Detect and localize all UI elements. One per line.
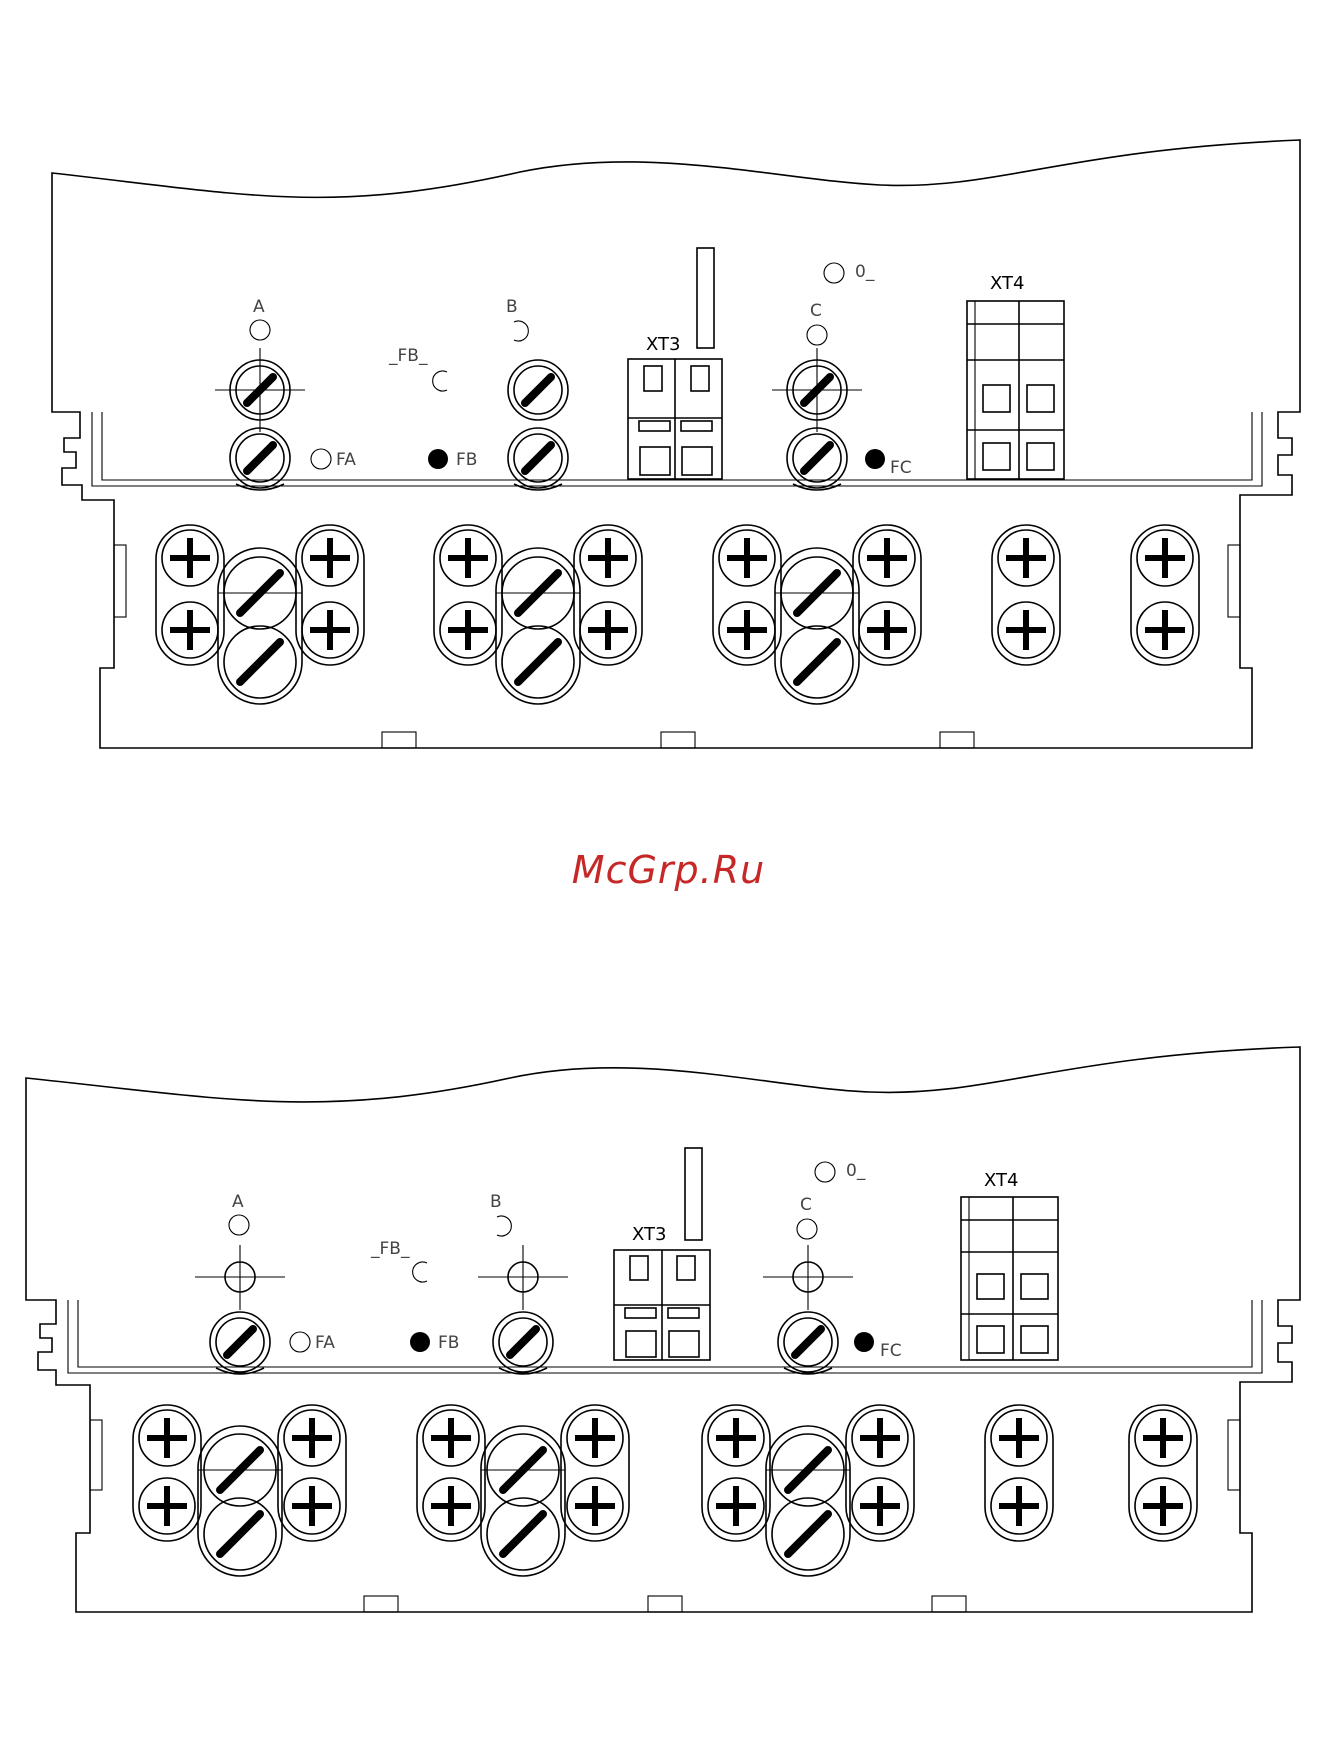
label-a: A (253, 297, 265, 317)
label-b: B (506, 297, 518, 317)
housing-outline (26, 1047, 1300, 1612)
led-fb-top (433, 371, 447, 391)
label-fb: FB (456, 450, 477, 470)
led-c (807, 325, 827, 345)
terminal-group-2 (434, 525, 642, 704)
foot-tab (932, 1596, 966, 1612)
led-fb-top (413, 1262, 427, 1282)
screw-c-lower (787, 428, 847, 490)
foot-tab (648, 1596, 682, 1612)
label-fc: FC (890, 458, 912, 478)
side-tab-left (114, 545, 126, 617)
terminal-group-2 (417, 1405, 629, 1576)
screw-b-lower (508, 428, 568, 490)
terminal-group-4 (992, 525, 1060, 665)
label-xt3: XT3 (632, 1224, 666, 1245)
screw-a-lower (230, 428, 290, 490)
hole-a (195, 1245, 285, 1310)
label-c: C (800, 1195, 812, 1215)
screw-a-lower (210, 1312, 270, 1374)
diagram-top: A B C _FB_ 0_ FA FB FC XT3 X (52, 140, 1300, 748)
xt4-connector (961, 1197, 1058, 1360)
side-tab-right (1228, 545, 1240, 617)
label-fa: FA (336, 450, 356, 470)
watermark: McGrp.Ru (0, 848, 1337, 892)
terminal-group-4 (985, 1405, 1053, 1541)
xt3-pin (685, 1148, 702, 1240)
label-fc: FC (880, 1341, 902, 1361)
screw-c-lower (778, 1312, 838, 1374)
label-fb-top: _FB_ (388, 346, 428, 366)
screw-a-upper (215, 348, 305, 432)
screw-c-upper (772, 348, 862, 432)
hole-c (763, 1245, 853, 1310)
xt4-connector (967, 301, 1064, 479)
led-fc (865, 449, 885, 469)
led-fb (428, 449, 448, 469)
led-fc (854, 1332, 874, 1352)
side-tab-right (1228, 1420, 1240, 1490)
label-o: 0_ (846, 1161, 866, 1181)
terminal-group-3 (713, 525, 921, 704)
led-b (497, 1216, 511, 1236)
led-fa (290, 1332, 310, 1352)
xt3-pin (697, 248, 714, 348)
xt3-connector (628, 359, 722, 479)
led-o (824, 263, 844, 283)
label-b: B (490, 1192, 502, 1212)
led-a (229, 1215, 249, 1235)
foot-tab (364, 1596, 398, 1612)
led-fb (410, 1332, 430, 1352)
screw-b-lower (493, 1312, 553, 1374)
foot-tab (382, 732, 416, 748)
foot-tab (940, 732, 974, 748)
terminal-group-5 (1129, 1405, 1197, 1541)
label-c: C (810, 301, 822, 321)
label-xt3: XT3 (646, 334, 680, 355)
label-a: A (232, 1192, 244, 1212)
led-a (250, 320, 270, 340)
led-b (514, 321, 528, 341)
led-fa (311, 449, 331, 469)
label-fb: FB (438, 1333, 459, 1353)
terminal-group-3 (702, 1405, 914, 1576)
foot-tab (661, 732, 695, 748)
housing-outline (52, 140, 1300, 748)
label-xt4: XT4 (990, 273, 1024, 294)
xt3-connector (614, 1250, 710, 1360)
diagram-bottom: A B C _FB_ 0_ FA FB FC XT3 XT4 (26, 1047, 1300, 1612)
screw-b-upper (508, 360, 568, 420)
side-tab-left (90, 1420, 102, 1490)
label-fb-top: _FB_ (370, 1239, 410, 1259)
terminal-group-1 (133, 1405, 346, 1576)
label-fa: FA (315, 1333, 335, 1353)
terminal-group-1 (156, 525, 364, 704)
label-xt4: XT4 (984, 1170, 1018, 1191)
led-o (815, 1162, 835, 1182)
led-c (797, 1219, 817, 1239)
terminal-group-5 (1131, 525, 1199, 665)
label-o: 0_ (855, 262, 875, 282)
hole-b (478, 1245, 568, 1310)
